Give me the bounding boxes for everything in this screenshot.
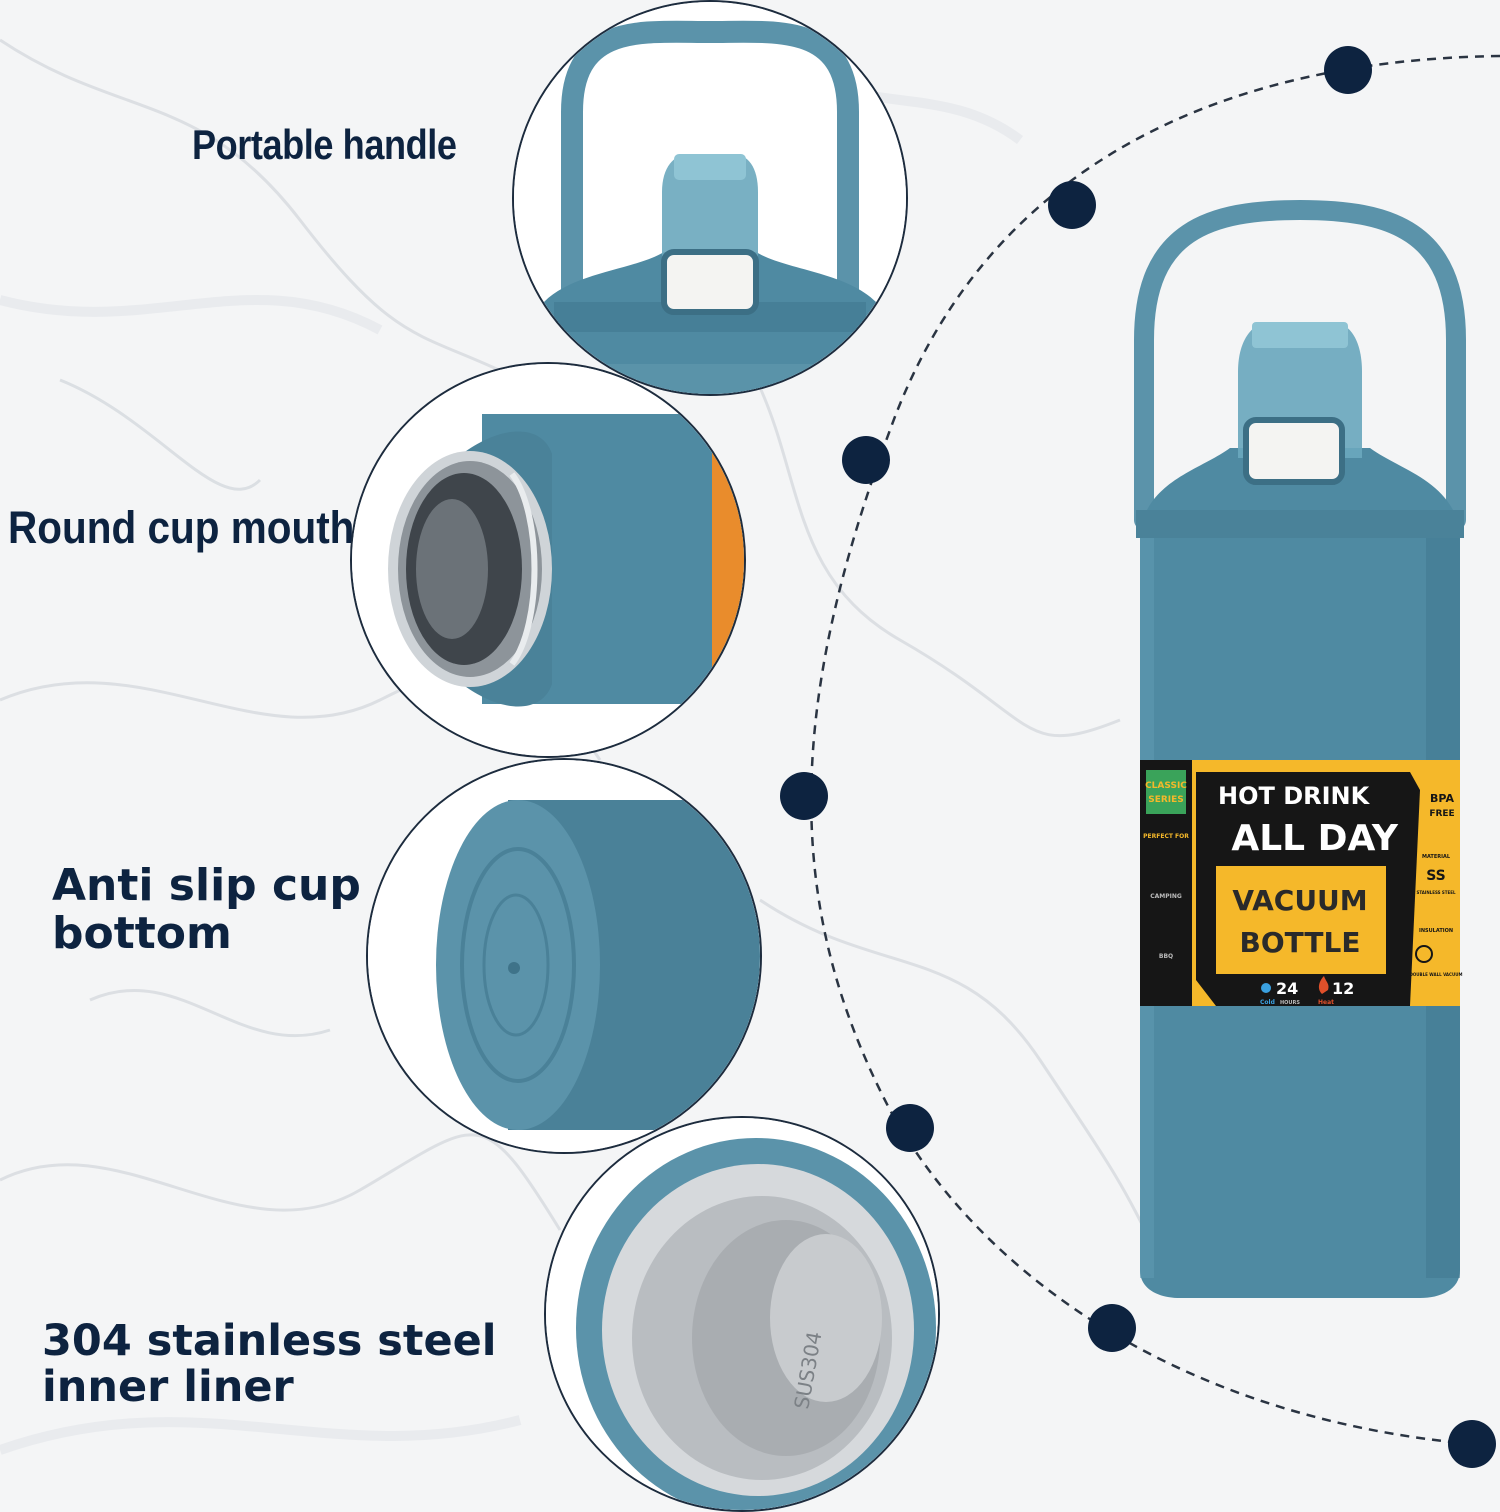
label-line: 304 stainless steel (42, 1316, 497, 1366)
detail-circle-liner: SUS304 (544, 1116, 940, 1512)
bottle-label: CLASSIC SERIES PERFECT FOR CAMPING BBQ H… (1140, 760, 1462, 1006)
label-ss: SS (1426, 868, 1446, 884)
bottle-handle (1134, 199, 1466, 530)
label-camping: CAMPING (1150, 893, 1182, 900)
label-portable-handle: Portable handle (192, 121, 457, 168)
detail-circle-handle (512, 0, 908, 396)
lid-handle-closeup (514, 2, 906, 394)
label-material: MATERIAL (1422, 854, 1451, 860)
label-cold-hours: 24 (1276, 979, 1298, 998)
label-series-2: SERIES (1148, 795, 1184, 805)
label-anti-slip-bottom: Anti slip cup bottom (52, 862, 372, 957)
detail-circle-mouth (350, 362, 746, 758)
label-hours-word: HOURS (1280, 1000, 1300, 1006)
label-double-wall: DOUBLE WALL VACUUM (1410, 972, 1463, 977)
label-bottle: BOTTLE (1240, 926, 1361, 959)
cup-bottom-closeup (368, 760, 760, 1152)
label-bbq: BBQ (1159, 953, 1173, 960)
inner-liner-closeup: SUS304 (546, 1118, 938, 1510)
label-insulation: INSULATION (1419, 928, 1453, 934)
label-line: Anti slip cup (52, 860, 361, 911)
label-stainless-liner: 304 stainless steel inner liner (42, 1318, 542, 1411)
bottle-lid (1140, 448, 1460, 530)
cup-mouth-closeup (352, 364, 744, 756)
label-hot-drink: HOT DRINK (1218, 782, 1371, 810)
detail-circle-bottom (366, 758, 762, 1154)
label-hot-hours: 12 (1332, 979, 1354, 998)
label-round-cup-mouth: Round cup mouth (8, 502, 355, 553)
label-line: inner liner (42, 1362, 294, 1413)
flame-icon (1318, 976, 1329, 994)
label-stainless: STAINLESS STEEL (1416, 890, 1456, 895)
label-line: bottom (52, 907, 232, 959)
snowflake-icon (1261, 983, 1271, 993)
label-hot-word: Heat (1318, 999, 1334, 1006)
label-all-day: ALL DAY (1231, 818, 1399, 859)
label-bpa-2: FREE (1429, 809, 1454, 819)
label-series-1: CLASSIC (1145, 781, 1187, 791)
label-vacuum: VACUUM (1232, 884, 1367, 917)
label-cold-word: Cold (1260, 999, 1275, 1006)
insulation-icon (1415, 945, 1433, 963)
label-bpa-1: BPA (1430, 792, 1454, 805)
vacuum-bottle: CLASSIC SERIES PERFECT FOR CAMPING BBQ H… (1120, 190, 1480, 1300)
label-perfect-for: PERFECT FOR (1143, 833, 1189, 840)
